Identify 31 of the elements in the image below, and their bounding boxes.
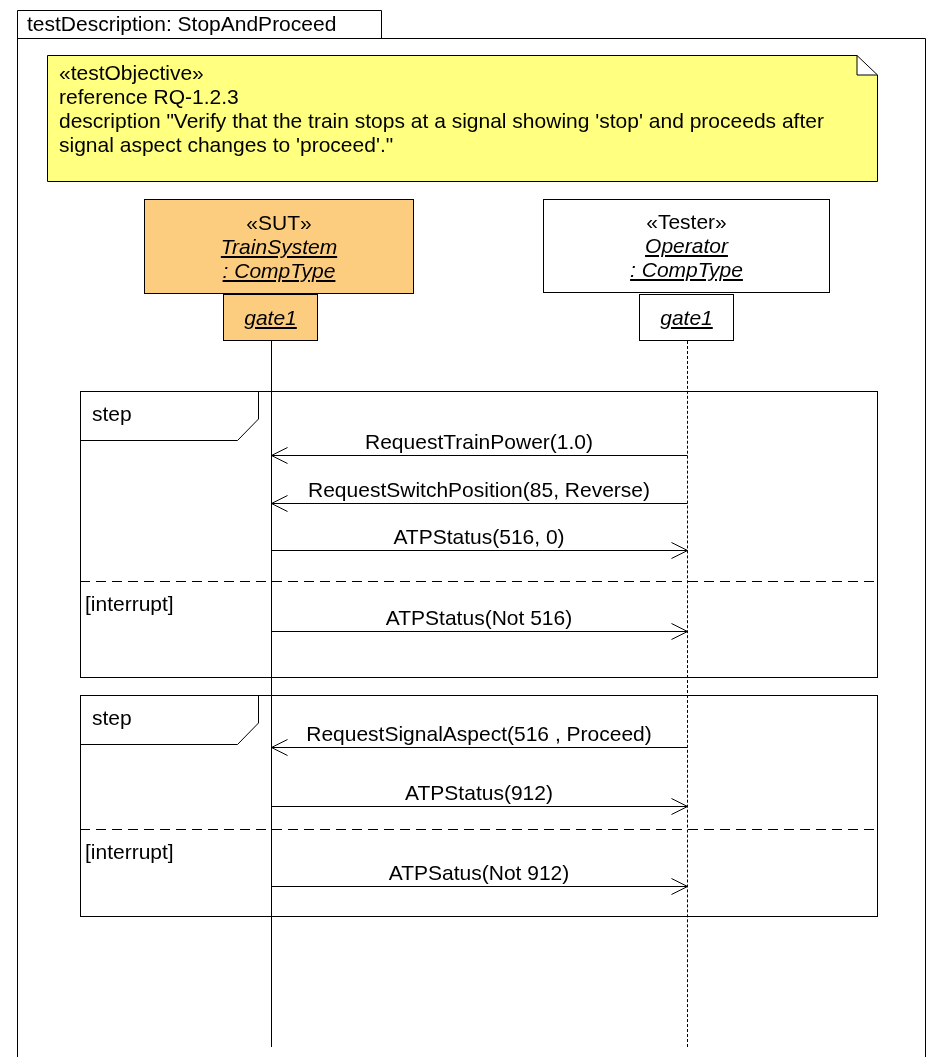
- port-label: gate1: [660, 305, 713, 330]
- lifeline-head: [144, 199, 414, 294]
- port-label: gate1: [244, 305, 297, 330]
- stereotype-label: «Tester»: [646, 210, 727, 234]
- guard-label: [interrupt]: [85, 592, 174, 616]
- instance-name: Operator: [645, 234, 728, 258]
- operator-label: step: [92, 706, 132, 730]
- frame-title: testDescription: StopAndProceed: [27, 12, 337, 36]
- port-box: [223, 294, 318, 341]
- note: [47, 55, 878, 182]
- type-name: : CompType: [630, 258, 743, 282]
- message-arrow: [271, 542, 688, 559]
- lifeline: [271, 341, 272, 1047]
- lifeline-head: [543, 199, 830, 293]
- note-text: reference RQ-1.2.3: [59, 85, 240, 109]
- operator-label: step: [92, 402, 132, 426]
- message-arrow: [271, 878, 688, 895]
- message-arrow: [271, 447, 688, 464]
- type-name: : CompType: [222, 258, 336, 283]
- message-arrow: [271, 798, 688, 815]
- stereotype-label: «testObjective»: [59, 61, 205, 85]
- lifeline: [687, 341, 688, 1047]
- port-box: [639, 294, 734, 341]
- instance-name: TrainSystem: [220, 234, 338, 259]
- message-arrow: [271, 623, 688, 640]
- note-text: description "Verify that the train stops at a signal showing 'stop' and proceeds after signal aspect changes to 'proceed'.": [59, 109, 825, 157]
- message-arrow: [271, 495, 688, 512]
- diagram-frame: [17, 10, 926, 1057]
- guard-label: [interrupt]: [85, 840, 174, 864]
- message-arrow: [271, 739, 688, 756]
- stereotype-label: «SUT»: [246, 210, 312, 235]
